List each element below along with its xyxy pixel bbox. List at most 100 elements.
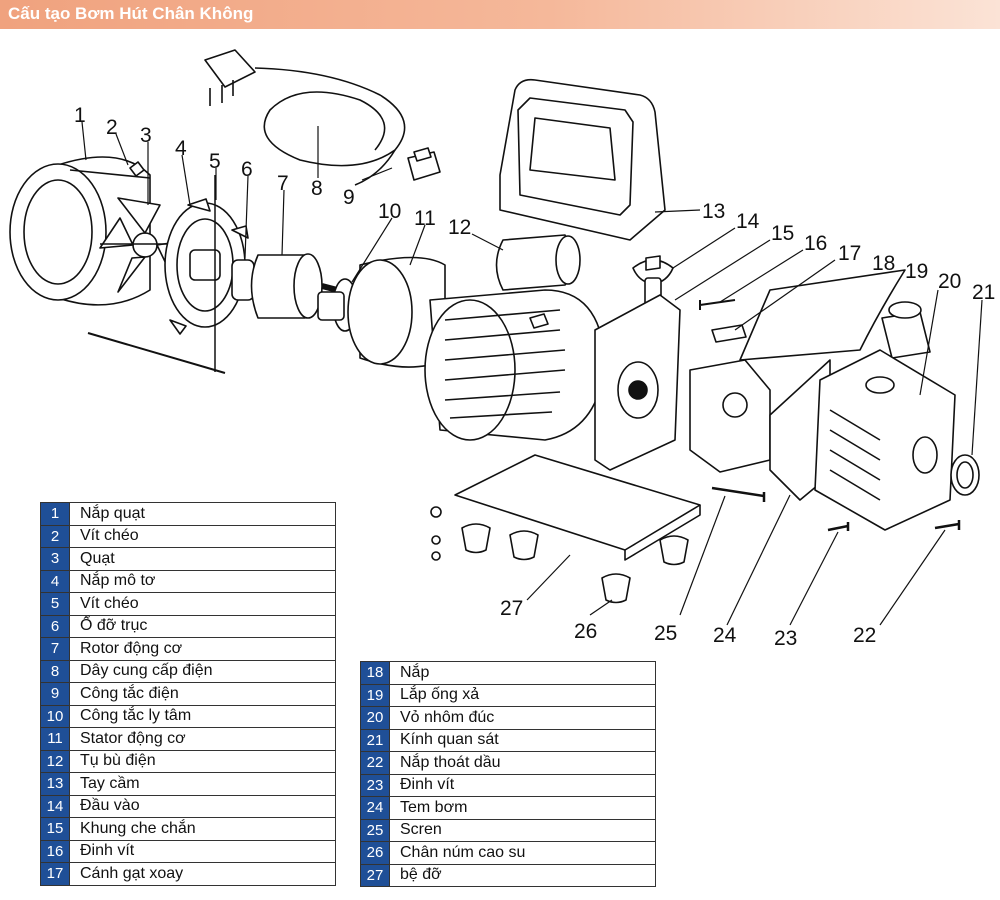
legend-label: Đầu vào xyxy=(69,794,336,818)
legend-number: 4 xyxy=(40,569,70,593)
legend-number: 1 xyxy=(40,502,70,526)
legend-label: Vỏ nhôm đúc xyxy=(389,706,656,730)
legend-number: 12 xyxy=(40,749,70,773)
part-base-plate xyxy=(454,454,701,561)
callout-14: 14 xyxy=(736,210,760,233)
legend-number: 5 xyxy=(40,592,70,616)
legend-number: 22 xyxy=(360,751,390,775)
callout-26: 26 xyxy=(574,620,597,643)
legend-label: Khung che chắn xyxy=(69,817,336,841)
part-handle xyxy=(499,78,666,241)
legend-label: Đinh vít xyxy=(69,839,336,863)
legend-label: Chân núm cao su xyxy=(389,841,656,865)
callout-20: 20 xyxy=(938,270,961,293)
legend-number: 18 xyxy=(360,661,390,685)
callout-10: 10 xyxy=(378,200,401,223)
legend-label: Công tắc điện xyxy=(69,682,336,706)
callout-11: 11 xyxy=(414,207,436,230)
legend-number: 9 xyxy=(40,682,70,706)
callout-1: 1 xyxy=(74,104,86,127)
callout-12: 12 xyxy=(448,216,471,239)
legend-number: 13 xyxy=(40,772,70,796)
part-switch xyxy=(407,147,441,181)
callout-21: 21 xyxy=(972,281,995,304)
legend-number: 25 xyxy=(360,818,390,842)
legend-label: Nắp quạt xyxy=(69,502,336,526)
part-power-cord xyxy=(204,49,406,186)
part-exhaust-fitting xyxy=(881,301,931,359)
part-rubber-feet xyxy=(461,523,689,604)
legend-number: 16 xyxy=(40,839,70,863)
legend-label: Tụ bù điện xyxy=(69,749,336,773)
legend-number: 26 xyxy=(360,841,390,865)
header-bar: Cấu tạo Bơm Hút Chân Không xyxy=(0,0,1000,29)
part-top-cover xyxy=(739,269,906,361)
callout-15: 15 xyxy=(771,222,794,245)
legend-label: Tem bơm xyxy=(389,796,656,820)
callout-2: 2 xyxy=(106,116,118,139)
legend-label: Công tắc ly tâm xyxy=(69,704,336,728)
callout-25: 25 xyxy=(654,622,677,645)
callout-5: 5 xyxy=(209,150,221,173)
legend-number: 19 xyxy=(360,683,390,707)
legend-number: 20 xyxy=(360,706,390,730)
part-motor-cover xyxy=(164,198,249,335)
callout-22: 22 xyxy=(853,624,876,647)
callout-13: 13 xyxy=(702,200,725,223)
leader-lines xyxy=(81,121,983,626)
legend-label: Lắp ống xả xyxy=(389,683,656,707)
part-screw-25 xyxy=(711,486,766,502)
legend-number: 10 xyxy=(40,704,70,728)
legend-label: Rotor động cơ xyxy=(69,637,336,661)
part-vane xyxy=(711,324,747,343)
callout-9: 9 xyxy=(343,186,355,209)
legend-number: 8 xyxy=(40,659,70,683)
callout-27: 27 xyxy=(500,597,523,620)
callout-6: 6 xyxy=(241,158,253,181)
part-aluminum-housing xyxy=(814,349,956,531)
callout-16: 16 xyxy=(804,232,827,255)
callout-17: 17 xyxy=(838,242,861,265)
legend-number: 17 xyxy=(40,862,70,886)
legend-label: Quạt xyxy=(69,547,336,571)
part-sight-glass xyxy=(950,454,980,496)
legend-label: Vít chéo xyxy=(69,524,336,548)
legend-number: 3 xyxy=(40,547,70,571)
page-title: Cấu tạo Bơm Hút Chân Không xyxy=(8,4,254,23)
legend-number: 11 xyxy=(40,727,70,751)
callout-24: 24 xyxy=(713,624,737,647)
callout-8: 8 xyxy=(311,177,323,200)
legend-label: Stator động cơ xyxy=(69,727,336,751)
callout-4: 4 xyxy=(175,137,187,160)
callout-19: 19 xyxy=(905,260,928,283)
legend-label: Tay cầm xyxy=(69,772,336,796)
legend-label: Ổ đỡ trục xyxy=(69,614,336,638)
legend-number: 14 xyxy=(40,794,70,818)
part-fan-cover xyxy=(9,156,151,306)
legend-label: Scren xyxy=(389,818,656,842)
legend-label: Kính quan sát xyxy=(389,728,656,752)
